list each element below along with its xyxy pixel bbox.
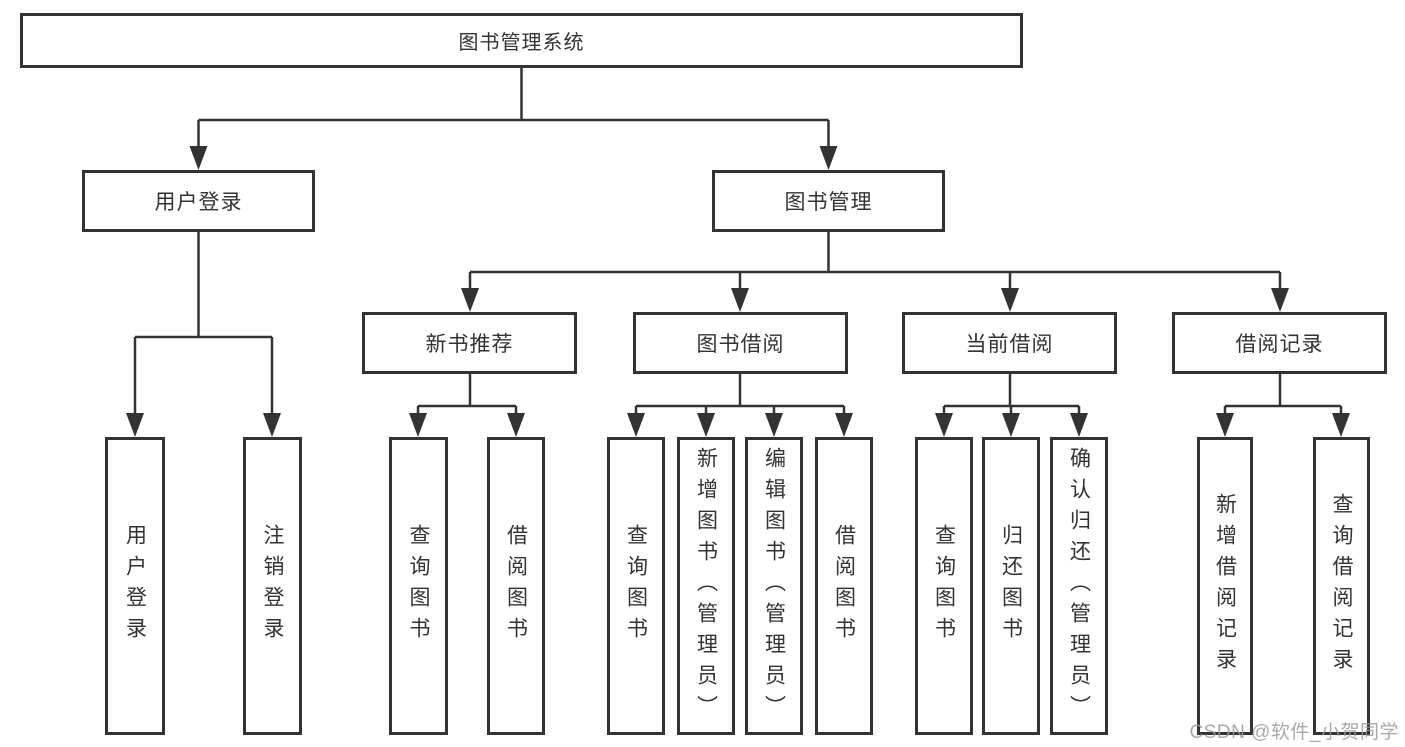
leaf-confirm-return-admin-label: 确认归还（管理员） <box>1067 446 1091 726</box>
leaf-query-book-current-label: 查询图书 <box>932 524 956 648</box>
leaf-edit-book-admin: 编辑图书（管理员） <box>745 437 803 735</box>
leaf-edit-book-admin-label: 编辑图书（管理员） <box>762 446 786 726</box>
node-user-login: 用户登录 <box>82 170 315 232</box>
leaf-return-book-label: 归还图书 <box>999 524 1023 648</box>
leaf-add-book-admin: 新增图书（管理员） <box>677 437 735 735</box>
leaf-query-borrow-record: 查询借阅记录 <box>1313 437 1370 735</box>
leaf-query-borrow-record-label: 查询借阅记录 <box>1330 493 1353 679</box>
leaf-borrow-book-rec-label: 借阅图书 <box>504 524 528 648</box>
leaf-query-book-borrow-label: 查询图书 <box>624 524 648 648</box>
leaf-user-login-label: 用户登录 <box>123 524 147 648</box>
leaf-query-book-borrow: 查询图书 <box>607 437 665 735</box>
node-current-borrowing: 当前借阅 <box>902 312 1117 374</box>
leaf-add-book-admin-label: 新增图书（管理员） <box>694 446 718 726</box>
node-new-book-recommendation: 新书推荐 <box>362 312 577 374</box>
arrowhead-icons <box>126 146 1350 437</box>
node-library-management-system: 图书管理系统 <box>20 13 1023 68</box>
leaf-query-book-current: 查询图书 <box>915 437 973 735</box>
leaf-borrow-book: 借阅图书 <box>815 437 873 735</box>
leaf-query-book-rec-label: 查询图书 <box>407 524 430 648</box>
leaf-logout: 注销登录 <box>243 437 302 735</box>
node-borrowing-records: 借阅记录 <box>1172 312 1387 374</box>
leaf-borrow-book-label: 借阅图书 <box>832 524 856 648</box>
leaf-logout-label: 注销登录 <box>261 524 284 648</box>
leaf-user-login: 用户登录 <box>105 437 165 735</box>
node-book-management: 图书管理 <box>712 170 945 232</box>
leaf-confirm-return-admin: 确认归还（管理员） <box>1050 437 1108 735</box>
leaf-borrow-book-rec: 借阅图书 <box>487 437 545 735</box>
node-book-borrowing: 图书借阅 <box>633 312 848 374</box>
leaf-query-book-rec: 查询图书 <box>389 437 448 735</box>
leaf-return-book: 归还图书 <box>982 437 1040 735</box>
leaf-add-borrow-record: 新增借阅记录 <box>1197 437 1253 735</box>
leaf-add-borrow-record-label: 新增借阅记录 <box>1213 493 1237 679</box>
csdn-watermark: CSDN @软件_小贺同学 <box>1189 722 1399 743</box>
